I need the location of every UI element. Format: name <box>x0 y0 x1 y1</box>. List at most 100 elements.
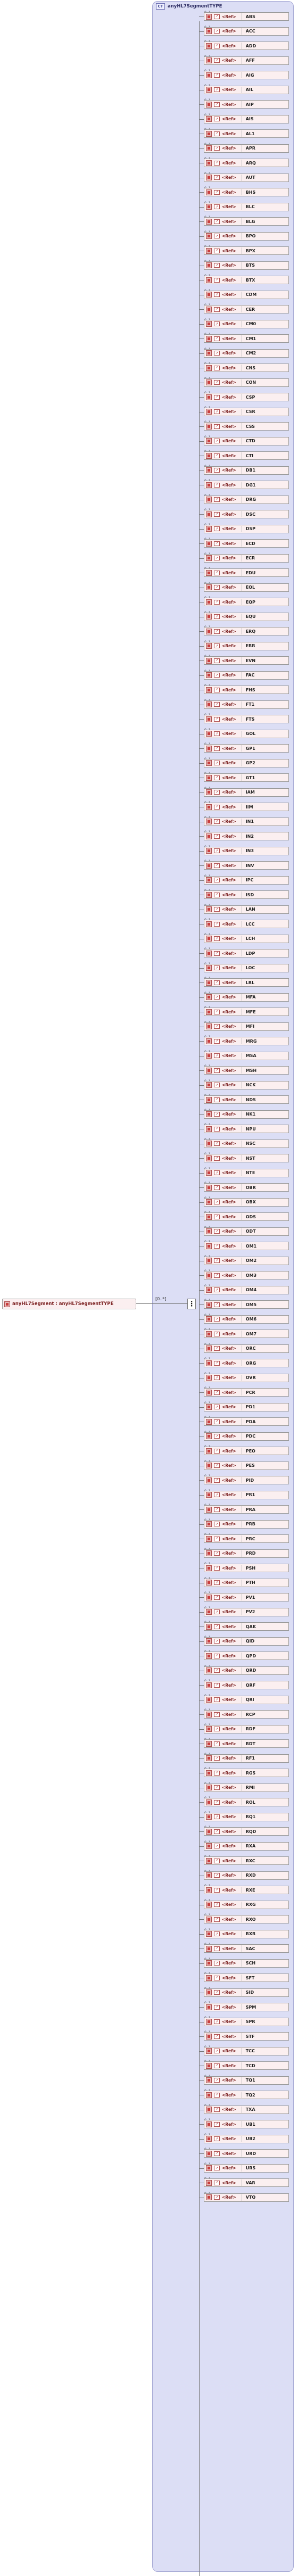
ref-element-row[interactable]: 0..1↗<Ref>UB2 <box>199 2133 291 2144</box>
ref-element-box[interactable]: ↗<Ref>FAC <box>204 671 289 680</box>
ref-element-box[interactable]: ↗<Ref>FHS <box>204 686 289 694</box>
ref-element-row[interactable]: 0..1↗<Ref>ROL <box>199 1796 291 1807</box>
ref-element-row[interactable]: 0..1↗<Ref>OM7 <box>199 1328 291 1339</box>
ref-element-row[interactable]: 0..1↗<Ref>FT1 <box>199 699 291 709</box>
ref-element-row[interactable]: 0..1↗<Ref>OM2 <box>199 1255 291 1266</box>
ref-element-row[interactable]: 0..1↗<Ref>AUT <box>199 172 291 183</box>
ref-element-row[interactable]: 0..1↗<Ref>QID <box>199 1636 291 1646</box>
ref-element-row[interactable]: 0..1↗<Ref>IN1 <box>199 816 291 827</box>
ref-element-row[interactable]: 0..1↗<Ref>NCK <box>199 1079 291 1090</box>
ref-element-row[interactable]: 0..1↗<Ref>NTE <box>199 1167 291 1178</box>
ref-element-box[interactable]: ↗<Ref>SPR <box>204 2017 289 2026</box>
ref-element-box[interactable]: ↗<Ref>TCD <box>204 2061 289 2070</box>
ref-element-row[interactable]: 0..1↗<Ref>GP1 <box>199 742 291 753</box>
ref-element-row[interactable]: 0..1↗<Ref>LDP <box>199 947 291 958</box>
ref-element-box[interactable]: ↗<Ref>LDP <box>204 949 289 957</box>
ref-element-row[interactable]: 0..1↗<Ref>AFF <box>199 55 291 65</box>
ref-element-box[interactable]: ↗<Ref>RXC <box>204 1856 289 1865</box>
ref-element-box[interactable]: ↗<Ref>PID <box>204 1476 289 1484</box>
ref-element-row[interactable]: 0..1↗<Ref>AL1 <box>199 128 291 138</box>
ref-element-box[interactable]: ↗<Ref>ODT <box>204 1227 289 1236</box>
ref-element-row[interactable]: 0..1↗<Ref>OM1 <box>199 1240 291 1251</box>
ref-element-box[interactable]: ↗<Ref>CNS <box>204 364 289 372</box>
ref-element-row[interactable]: 0..1↗<Ref>RDT <box>199 1738 291 1748</box>
ref-element-row[interactable]: 0..1↗<Ref>GP2 <box>199 757 291 768</box>
ref-element-box[interactable]: ↗<Ref>FTS <box>204 715 289 723</box>
ref-element-row[interactable]: 0..1↗<Ref>FHS <box>199 684 291 695</box>
ref-element-box[interactable]: ↗<Ref>CM2 <box>204 349 289 358</box>
ref-element-box[interactable]: ↗<Ref>EQL <box>204 583 289 592</box>
ref-element-box[interactable]: ↗<Ref>ISD <box>204 890 289 899</box>
ref-element-box[interactable]: ↗<Ref>AIG <box>204 71 289 79</box>
ref-element-box[interactable]: ↗<Ref>NST <box>204 1154 289 1162</box>
ref-element-box[interactable]: ↗<Ref>URD <box>204 2149 289 2158</box>
ref-element-row[interactable]: 0..1↗<Ref>QRF <box>199 1679 291 1690</box>
ref-element-row[interactable]: 0..1↗<Ref>CM2 <box>199 348 291 358</box>
ref-element-row[interactable]: 0..1↗<Ref>DSC <box>199 508 291 519</box>
ref-element-row[interactable]: 0..1↗<Ref>CM0 <box>199 318 291 329</box>
ref-element-row[interactable]: 0..1↗<Ref>PDC <box>199 1431 291 1441</box>
ref-element-row[interactable]: 0..1↗<Ref>APR <box>199 143 291 153</box>
ref-element-row[interactable]: 0..1↗<Ref>VAR <box>199 2177 291 2187</box>
ref-element-box[interactable]: ↗<Ref>PCR <box>204 1388 289 1397</box>
ref-element-row[interactable]: 0..1↗<Ref>OBR <box>199 1182 291 1192</box>
ref-element-box[interactable]: ↗<Ref>ROL <box>204 1798 289 1806</box>
ref-element-box[interactable]: ↗<Ref>VTQ <box>204 2193 289 2202</box>
ref-element-row[interactable]: 0..1↗<Ref>DRG <box>199 494 291 505</box>
ref-element-box[interactable]: ↗<Ref>EDU <box>204 568 289 577</box>
ref-element-box[interactable]: ↗<Ref>AL1 <box>204 129 289 138</box>
ref-element-row[interactable]: 0..1↗<Ref>GOL <box>199 728 291 739</box>
ref-element-row[interactable]: 0..1↗<Ref>LRL <box>199 977 291 987</box>
ref-element-row[interactable]: 0..1↗<Ref>NST <box>199 1152 291 1163</box>
ref-element-box[interactable]: ↗<Ref>LCH <box>204 934 289 943</box>
ref-element-box[interactable]: ↗<Ref>QRF <box>204 1681 289 1689</box>
ref-element-row[interactable]: 0..1↗<Ref>RQD <box>199 1826 291 1836</box>
ref-element-box[interactable]: ↗<Ref>OBR <box>204 1183 289 1192</box>
ref-element-row[interactable]: 0..1↗<Ref>MRG <box>199 1035 291 1046</box>
ref-element-row[interactable]: 0..1↗<Ref>PV1 <box>199 1591 291 1602</box>
ref-element-row[interactable]: 0..1↗<Ref>OVR <box>199 1372 291 1383</box>
root-element-box[interactable]: anyHL7Segment : anyHL7SegmentTYPE <box>2 1299 136 1309</box>
ref-element-row[interactable]: 0..1↗<Ref>RGS <box>199 1767 291 1778</box>
ref-element-box[interactable]: ↗<Ref>DRG <box>204 495 289 504</box>
ref-element-box[interactable]: ↗<Ref>MSA <box>204 1051 289 1060</box>
ref-element-row[interactable]: 0..1↗<Ref>NPU <box>199 1123 291 1134</box>
ref-element-row[interactable]: 0..1↗<Ref>URD <box>199 2148 291 2158</box>
ref-element-box[interactable]: ↗<Ref>RF1 <box>204 1754 289 1763</box>
ref-element-row[interactable]: 0..1↗<Ref>PRD <box>199 1548 291 1558</box>
ref-element-box[interactable]: ↗<Ref>OVR <box>204 1373 289 1382</box>
ref-element-box[interactable]: ↗<Ref>QPD <box>204 1652 289 1660</box>
ref-element-box[interactable]: ↗<Ref>RGS <box>204 1769 289 1777</box>
ref-element-row[interactable]: 0..1↗<Ref>OM3 <box>199 1269 291 1280</box>
ref-element-box[interactable]: ↗<Ref>PES <box>204 1461 289 1470</box>
ref-element-box[interactable]: ↗<Ref>PV1 <box>204 1593 289 1601</box>
ref-element-row[interactable]: 0..1↗<Ref>VTQ <box>199 2192 291 2202</box>
ref-element-box[interactable]: ↗<Ref>NPU <box>204 1125 289 1133</box>
ref-element-box[interactable]: ↗<Ref>CSP <box>204 393 289 401</box>
ref-element-box[interactable]: ↗<Ref>CM1 <box>204 334 289 343</box>
ref-element-box[interactable]: ↗<Ref>SAC <box>204 1944 289 1953</box>
ref-element-box[interactable]: ↗<Ref>OM6 <box>204 1315 289 1324</box>
ref-element-box[interactable]: ↗<Ref>PD1 <box>204 1402 289 1411</box>
ref-element-box[interactable]: ↗<Ref>CDM <box>204 290 289 299</box>
ref-element-row[interactable]: 0..1↗<Ref>CNS <box>199 362 291 373</box>
ref-element-row[interactable]: 0..1↗<Ref>INV <box>199 860 291 870</box>
ref-element-box[interactable]: ↗<Ref>EVN <box>204 656 289 665</box>
ref-element-box[interactable]: ↗<Ref>TQ2 <box>204 2091 289 2099</box>
ref-element-box[interactable]: ↗<Ref>AIP <box>204 100 289 109</box>
ref-element-box[interactable]: ↗<Ref>IIM <box>204 803 289 811</box>
ref-element-row[interactable]: 0..1↗<Ref>ECR <box>199 552 291 563</box>
ref-element-box[interactable]: ↗<Ref>BTS <box>204 261 289 270</box>
ref-element-row[interactable]: 0..1↗<Ref>IN2 <box>199 830 291 841</box>
ref-element-box[interactable]: ↗<Ref>CSS <box>204 422 289 431</box>
ref-element-row[interactable]: 0..1↗<Ref>ECD <box>199 538 291 548</box>
ref-element-row[interactable]: 0..1↗<Ref>RMI <box>199 1782 291 1793</box>
ref-element-row[interactable]: 0..1↗<Ref>FTS <box>199 713 291 724</box>
ref-element-row[interactable]: 0..1↗<Ref>PSH <box>199 1562 291 1573</box>
ref-element-box[interactable]: ↗<Ref>ORC <box>204 1344 289 1353</box>
ref-element-row[interactable]: 0..1↗<Ref>ABS <box>199 11 291 21</box>
ref-element-row[interactable]: 0..1↗<Ref>PRB <box>199 1518 291 1529</box>
ref-element-row[interactable]: 0..1↗<Ref>EDU <box>199 567 291 577</box>
ref-element-row[interactable]: 0..1↗<Ref>RXC <box>199 1855 291 1865</box>
ref-element-box[interactable]: ↗<Ref>IN2 <box>204 832 289 840</box>
